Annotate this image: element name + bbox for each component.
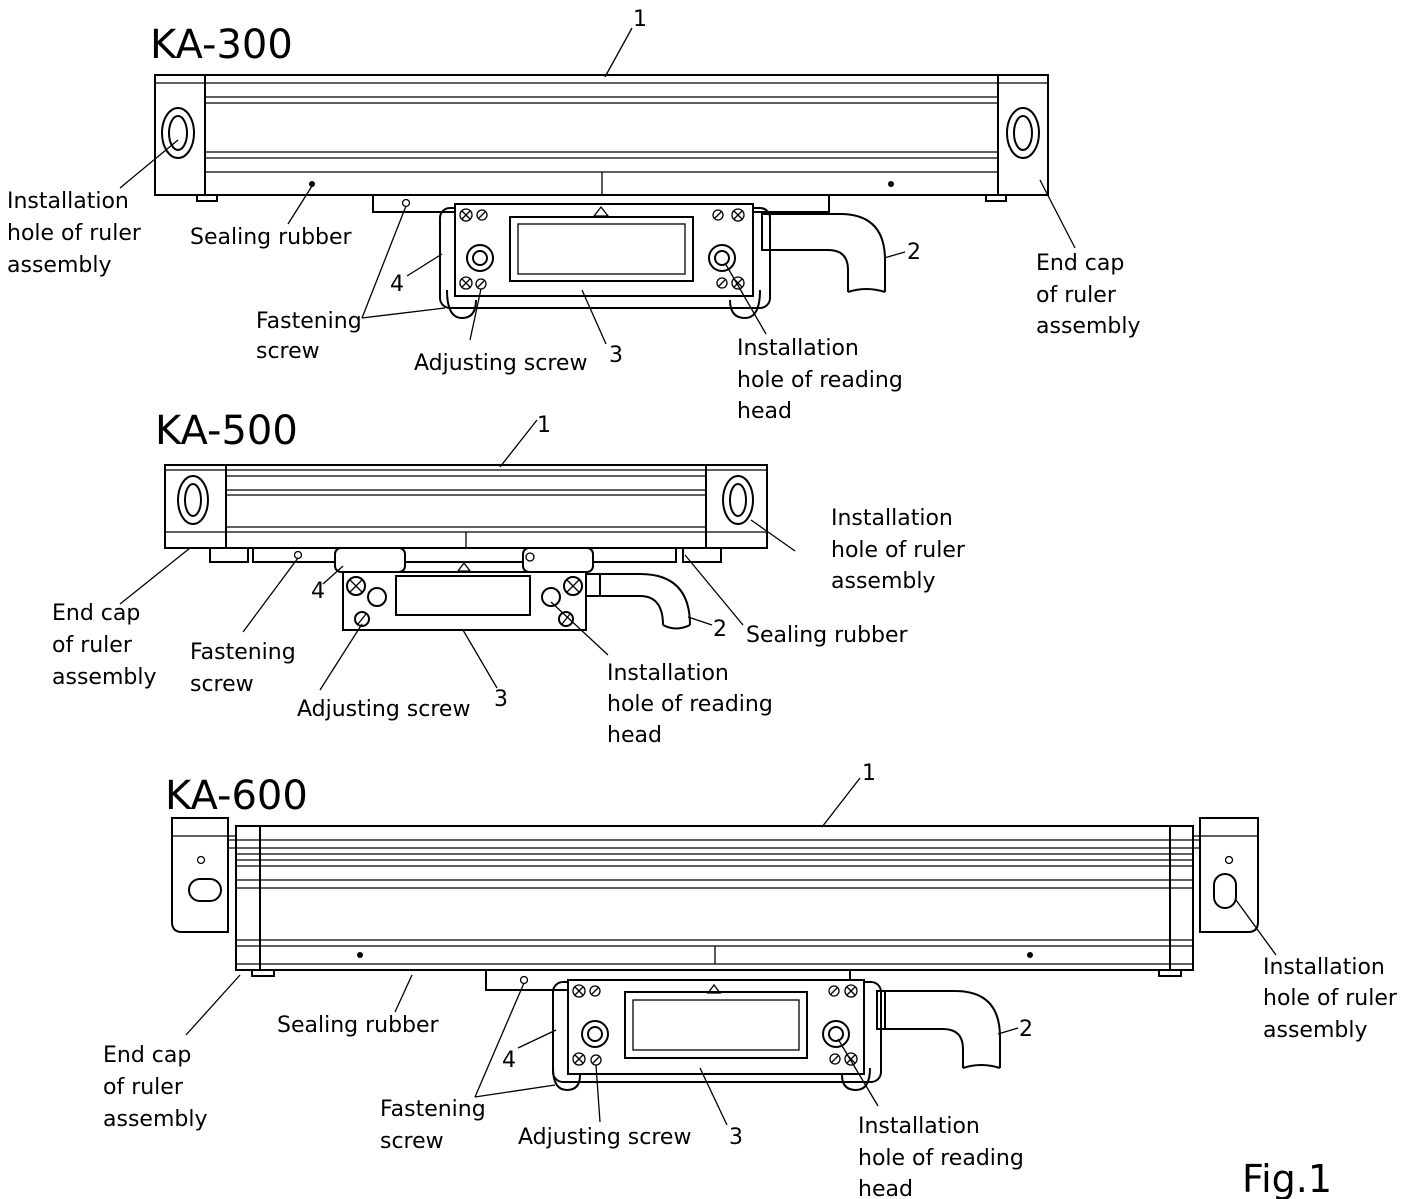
svg-text:Installation: Installation [7, 189, 129, 214]
ka600-ruler-assembly [171, 817, 1259, 977]
ka600-label-install-ruler: Installation hole of ruler assembly [1263, 955, 1398, 1043]
svg-text:assembly: assembly [1263, 1018, 1367, 1043]
ka500-label-end-cap: End cap of ruler assembly [52, 601, 156, 690]
ka500-screws [346, 576, 583, 627]
svg-text:head: head [737, 399, 792, 424]
ka600-label-install-head: Installation hole of reading head [858, 1114, 1024, 1199]
ka500-callout-3: 3 [494, 687, 508, 712]
ka600-label-sealing: Sealing rubber [277, 1013, 440, 1038]
svg-text:of ruler: of ruler [1036, 283, 1117, 308]
svg-text:of ruler: of ruler [103, 1075, 184, 1100]
svg-text:head: head [607, 723, 662, 748]
ka300-leaders [119, 27, 1076, 345]
ka600-head-hole-left [581, 1020, 609, 1048]
svg-text:assembly: assembly [7, 253, 111, 278]
svg-text:hole of ruler: hole of ruler [7, 221, 142, 246]
ka300-label-install-head: Installation hole of reading head [737, 336, 903, 424]
ka500-head-hole-left [367, 587, 387, 607]
ka500-drawing: KA-500 [52, 408, 966, 748]
ka500-reading-head [342, 561, 587, 631]
ka500-head-hole-right [541, 587, 561, 607]
ka500-callout-4: 4 [311, 579, 325, 604]
svg-text:Fastening: Fastening [380, 1097, 486, 1122]
svg-text:head: head [858, 1177, 913, 1199]
ka300-head-hole-right [708, 244, 736, 272]
ka500-cable [585, 573, 691, 630]
ka600-screws [572, 984, 858, 1066]
ka300-label-install-ruler: Installation hole of ruler assembly [7, 189, 142, 278]
ka500-label-adjusting: Adjusting screw [297, 697, 470, 722]
ka300-callout-4: 4 [390, 272, 404, 297]
ka500-label-fastening: Fastening screw [190, 640, 296, 697]
ka300-drawing: KA-300 [7, 7, 1140, 424]
ka500-label-sealing: Sealing rubber [746, 623, 909, 648]
ka600-callout-1: 1 [862, 761, 876, 786]
ka500-label-install-head: Installation hole of reading head [607, 661, 773, 748]
ka300-cable [761, 213, 886, 293]
ka600-callout-4: 4 [502, 1048, 516, 1073]
ka300-label-sealing: Sealing rubber [190, 225, 353, 250]
ka300-model-title: KA-300 [150, 22, 293, 68]
svg-text:of ruler: of ruler [52, 633, 133, 658]
svg-text:Fastening: Fastening [190, 640, 296, 665]
ka600-install-hole-right [1213, 873, 1237, 909]
svg-text:hole of ruler: hole of ruler [1263, 986, 1398, 1011]
svg-text:hole of reading: hole of reading [607, 692, 773, 717]
ka600-label-adjusting: Adjusting screw [518, 1125, 691, 1150]
ka300-label-fastening: Fastening screw [256, 309, 362, 364]
figure-label: Fig.1 [1242, 1157, 1332, 1199]
ka300-label-adjusting: Adjusting screw [414, 351, 587, 376]
svg-text:End cap: End cap [103, 1043, 191, 1068]
ka500-callout-1: 1 [537, 413, 551, 438]
svg-text:assembly: assembly [52, 665, 156, 690]
ka300-head-hole-left [466, 244, 494, 272]
ka600-label-fastening: Fastening screw [380, 1097, 486, 1154]
ka300-callout-2: 2 [907, 240, 921, 265]
ka300-callout-1: 1 [633, 7, 647, 32]
ka500-label-install-ruler: Installation hole of ruler assembly [831, 506, 966, 594]
ka500-callout-2: 2 [713, 617, 727, 642]
svg-text:Fastening: Fastening [256, 309, 362, 334]
ka300-install-hole-left [161, 107, 195, 159]
svg-text:assembly: assembly [1036, 314, 1140, 339]
ka600-drawing: KA-600 [103, 761, 1398, 1199]
svg-text:End cap: End cap [1036, 251, 1124, 276]
ka600-callout-3: 3 [729, 1125, 743, 1150]
ka500-leaders [119, 419, 796, 691]
ka500-model-title: KA-500 [155, 408, 298, 454]
svg-text:screw: screw [380, 1129, 444, 1154]
svg-text:Installation: Installation [737, 336, 859, 361]
svg-text:Installation: Installation [607, 661, 729, 686]
svg-text:End cap: End cap [52, 601, 140, 626]
ka300-install-hole-right [1006, 107, 1040, 159]
svg-text:hole of reading: hole of reading [858, 1146, 1024, 1171]
svg-text:Installation: Installation [858, 1114, 980, 1139]
ka600-cable [876, 990, 1001, 1069]
svg-text:hole of reading: hole of reading [737, 368, 903, 393]
svg-text:assembly: assembly [831, 569, 935, 594]
ka600-model-title: KA-600 [165, 773, 308, 819]
ka600-leaders [185, 777, 1277, 1126]
ka600-reading-head [567, 979, 865, 1075]
svg-text:screw: screw [190, 672, 254, 697]
svg-text:Installation: Installation [831, 506, 953, 531]
ka600-head-hole-right [822, 1020, 850, 1048]
svg-text:Installation: Installation [1263, 955, 1385, 980]
ka600-install-hole-left [188, 878, 222, 902]
svg-text:hole of ruler: hole of ruler [831, 538, 966, 563]
ka300-label-end-cap: End cap of ruler assembly [1036, 251, 1140, 339]
ka500-install-hole-right [722, 475, 754, 525]
ka300-reading-head [454, 203, 754, 297]
ka600-label-end-cap: End cap of ruler assembly [103, 1043, 207, 1132]
ka500-install-hole-left [177, 475, 209, 525]
ka300-callout-3: 3 [609, 343, 623, 368]
ka600-callout-2: 2 [1019, 1017, 1033, 1042]
svg-text:screw: screw [256, 339, 320, 364]
svg-text:assembly: assembly [103, 1107, 207, 1132]
ka300-ruler-assembly [154, 74, 1049, 202]
ka300-screws [459, 208, 745, 290]
